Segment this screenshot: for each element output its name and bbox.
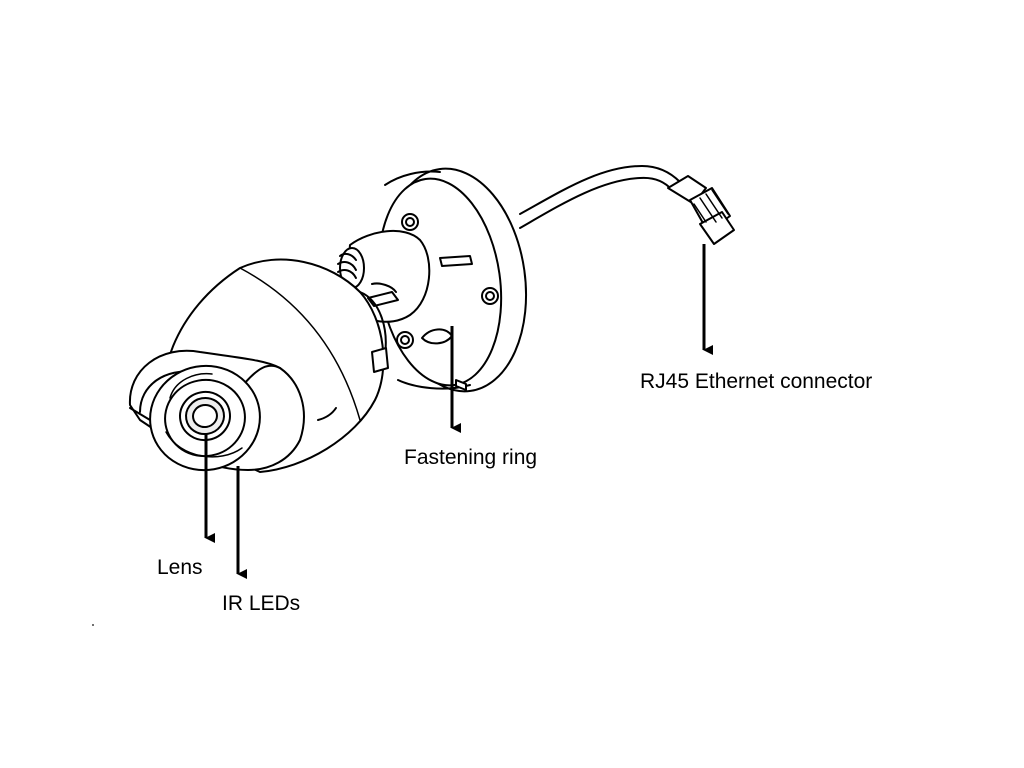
ir-leds [165, 372, 243, 458]
mount-base [377, 167, 528, 393]
rj45-ethernet-connector-label: RJ45 Ethernet connector [640, 370, 873, 393]
speck [92, 624, 94, 626]
fastening-ring-label: Fastening ring [404, 446, 538, 469]
lens [179, 390, 231, 442]
rj45-connector [667, 175, 735, 245]
lens-label: Lens [157, 556, 203, 579]
ethernet-cable [519, 165, 681, 229]
ir-leds-label: IR LEDs [222, 592, 301, 615]
